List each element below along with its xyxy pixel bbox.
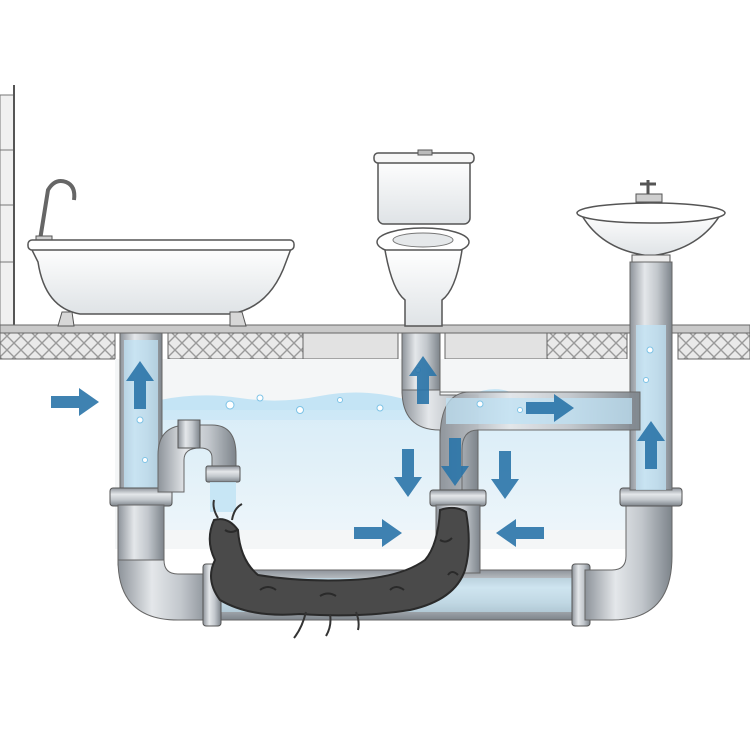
- flow-arrow-down: [394, 449, 422, 497]
- flow-arrow-up: [126, 361, 154, 409]
- flow-arrow-right: [354, 519, 402, 547]
- floor-slab: [0, 324, 750, 360]
- flow-arrow-down: [491, 451, 519, 499]
- flow-arrows: [51, 356, 665, 547]
- water-bubbles: [136, 346, 654, 463]
- flow-arrow-right: [526, 394, 574, 422]
- flow-arrow-up: [409, 356, 437, 404]
- clog-icon: [208, 499, 470, 639]
- bathtub: [27, 179, 295, 327]
- flow-arrow-up: [637, 421, 665, 469]
- flow-arrow-left: [496, 519, 544, 547]
- wall-tiles: [0, 85, 15, 328]
- flow-arrow-right: [51, 388, 99, 416]
- flow-arrow-down: [441, 438, 469, 486]
- sink: [576, 180, 726, 268]
- toilet: [373, 149, 475, 327]
